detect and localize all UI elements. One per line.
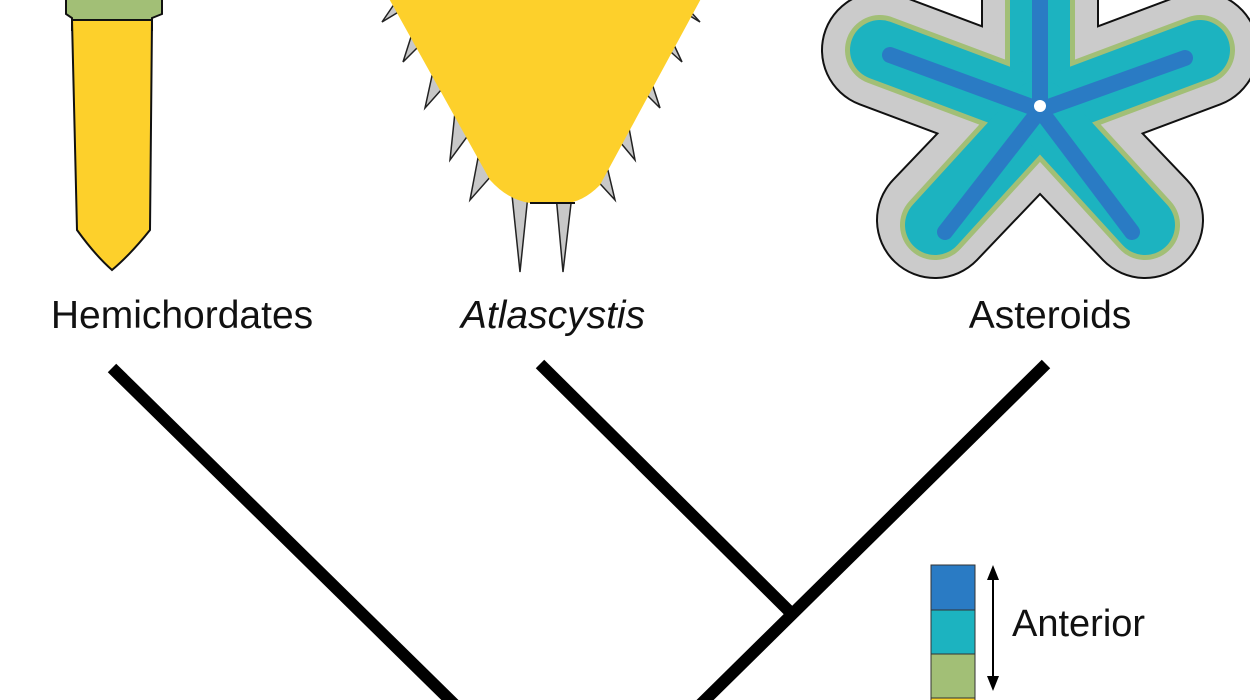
asteroid-illustration (821, 0, 1250, 279)
branch-hemichordates (107, 363, 459, 700)
atlascystis-illustration (381, 0, 701, 273)
label-atlascystis: Atlascystis (460, 294, 646, 337)
legend-color-bar (930, 564, 976, 700)
label-hemichordates: Hemichordates (50, 294, 314, 337)
legend-label-anterior: Anterior (1012, 603, 1146, 645)
phylogenetic-tree (107, 359, 1051, 700)
branch-asteroids (696, 359, 1051, 700)
anterior-arrow-icon (987, 565, 999, 691)
label-asteroids: Asteroids (968, 294, 1132, 337)
branch-atlascystis (535, 359, 795, 617)
hemichordate-illustration (65, 0, 163, 272)
